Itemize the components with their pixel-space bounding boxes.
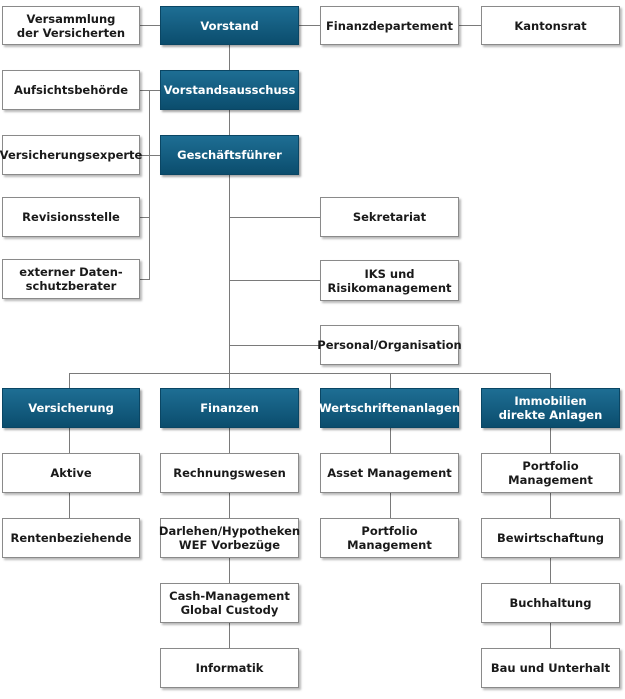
finance-item-cash-management: Cash-Management Global Custody [160,583,299,623]
insurance-expert-box: Versicherungsexperte [0,135,142,175]
insurance-department-box: Versicherung [2,388,140,428]
finance-department-box: Finanzdepartement [320,6,459,45]
assembly-box: Versammlung der Versicherten [2,6,140,45]
personnel-box: Personal/Organisation [317,325,462,365]
board-box: Vorstand [160,6,299,45]
supervisory-authority-box: Aufsichtsbehörde [2,70,140,110]
securities-department-box: Wertschriftenanlagen [319,388,460,428]
secretariat-box: Sekretariat [320,197,459,237]
ics-risk-box: IKS und Risikomanagement [320,260,459,301]
canton-council-box: Kantonsrat [481,6,620,45]
managing-director-box: Geschäftsführer [160,135,299,175]
finance-item-it: Informatik [160,648,299,688]
securities-item-asset-management: Asset Management [320,453,459,493]
finance-department-head-box: Finanzen [160,388,299,428]
audit-office-box: Revisionsstelle [2,197,140,237]
real-estate-item-bookkeeping: Buchhaltung [481,583,620,623]
real-estate-item-construction: Bau und Unterhalt [481,648,620,688]
real-estate-item-management: Bewirtschaftung [481,518,620,558]
finance-item-accounting: Rechnungswesen [160,453,299,493]
data-protection-advisor-box: externer Daten- schutzberater [2,259,140,299]
insurance-item-pensioners: Rentenbeziehende [2,518,140,558]
insurance-item-active: Aktive [2,453,140,493]
real-estate-item-portfolio-management: Portfolio Management [481,453,620,493]
real-estate-department-box: Immobilien direkte Anlagen [481,388,620,428]
board-committee-box: Vorstandsausschuss [160,70,299,110]
securities-item-portfolio-management: Portfolio Management [320,518,459,558]
finance-item-loans: Darlehen/Hypotheken WEF Vorbezüge [159,518,300,558]
